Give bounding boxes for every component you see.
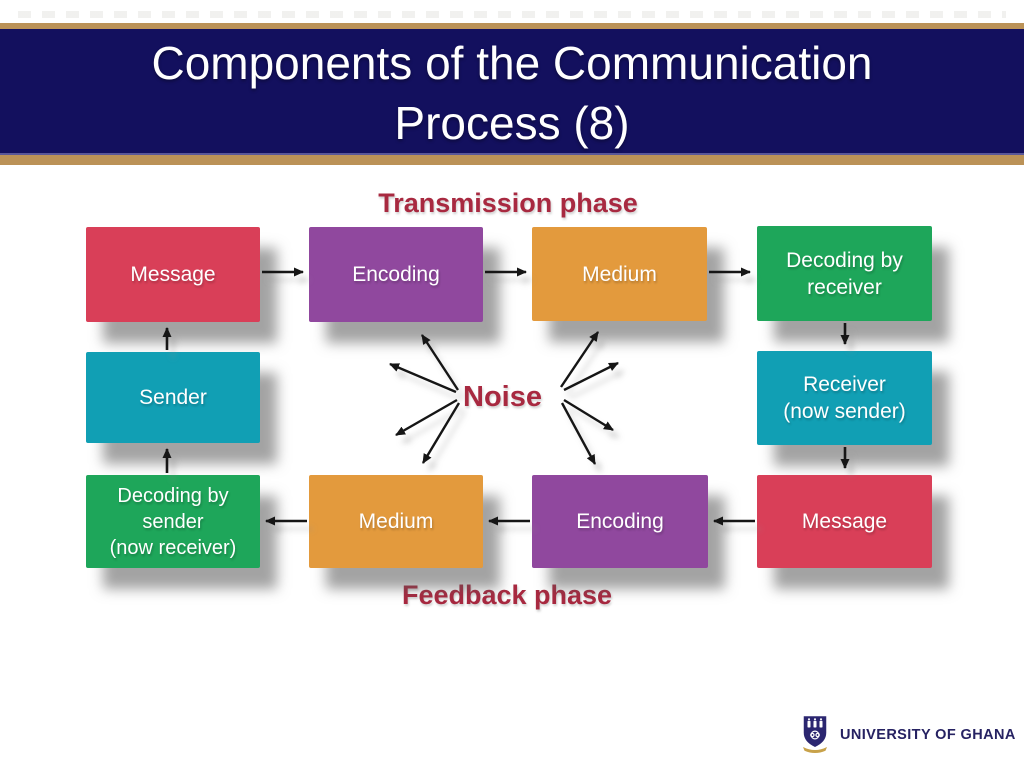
noise-arrow-upper-right-2 xyxy=(563,361,619,392)
box-message-top: Message xyxy=(86,227,260,322)
university-shield-icon xyxy=(803,716,827,753)
noise-arrow-lower-right-2 xyxy=(560,402,597,465)
slide-title: Components of the Communication Process … xyxy=(0,33,1024,153)
box-receiver: Receiver(now sender) xyxy=(757,351,932,445)
slide-title-line2: Process (8) xyxy=(394,97,630,149)
box-label: Medium xyxy=(582,262,657,286)
box-label: Medium xyxy=(358,510,434,533)
noise-label: Noise xyxy=(463,381,542,413)
noise-arrow-upper-left-2 xyxy=(389,362,457,394)
box-label: Encoding xyxy=(576,510,664,533)
box-label: Message xyxy=(130,263,216,286)
box-label: Sender xyxy=(139,386,207,409)
box-encoding-bottom: Encoding xyxy=(532,475,708,568)
noise-arrow-lower-right-1 xyxy=(563,398,614,432)
transmission-phase-label: Transmission phase xyxy=(378,188,638,218)
top-decorative-strip xyxy=(18,11,1006,18)
box-sender: Sender xyxy=(86,352,260,443)
slide-title-line1: Components of the Communication xyxy=(151,37,873,89)
box-message-bottom: Message xyxy=(757,475,932,568)
noise-arrow-upper-left-1 xyxy=(420,334,460,391)
feedback-phase-label: Feedback phase xyxy=(401,580,613,610)
noise-arrow-lower-left-1 xyxy=(395,398,458,437)
university-of-ghana-wordmark: UNIVERSITY OF GHANA xyxy=(840,727,1016,743)
noise-arrow-upper-right-1 xyxy=(560,331,599,388)
box-medium-top: Medium xyxy=(532,227,707,321)
box-label: Encoding xyxy=(352,263,440,286)
slide-header: Components of the Communication Process … xyxy=(0,23,1024,165)
header-separator xyxy=(0,153,1024,155)
box-encoding-top: Encoding xyxy=(309,227,483,322)
box-label: Receiver(now sender) xyxy=(783,373,906,423)
noise-arrow-lower-left-2 xyxy=(421,402,461,464)
box-medium-bottom: Medium xyxy=(309,475,483,568)
university-of-ghana-logo: UNIVERSITY OF GHANA xyxy=(800,714,1016,756)
box-label: Message xyxy=(801,510,888,533)
